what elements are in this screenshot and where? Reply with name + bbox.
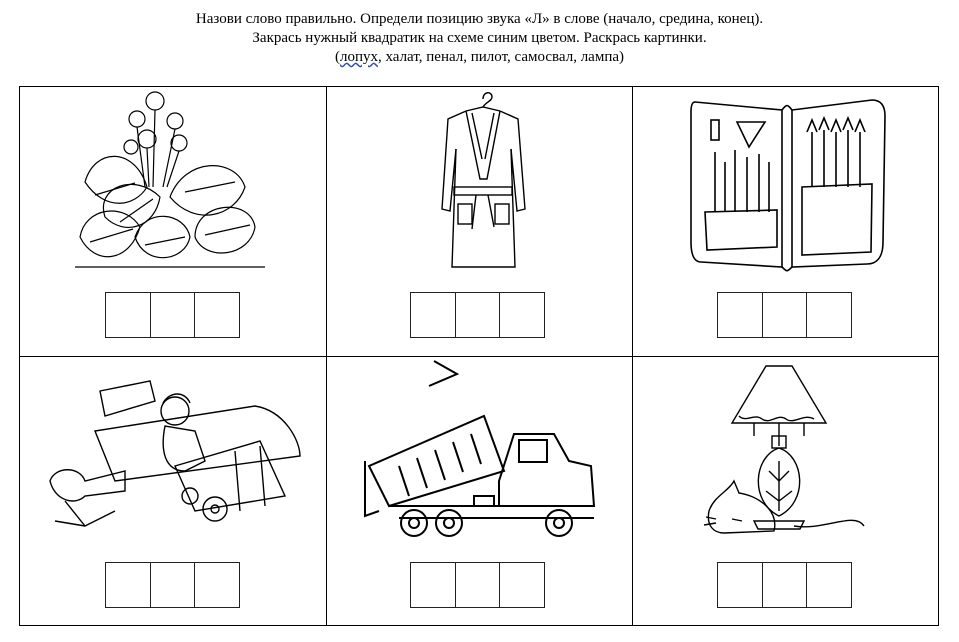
burdock-plant-icon xyxy=(75,91,265,268)
word-list-first-word: лопух xyxy=(339,49,378,65)
scheme-square-start[interactable] xyxy=(105,292,151,338)
scheme-square-end[interactable] xyxy=(194,562,240,608)
scheme-square-middle[interactable] xyxy=(454,292,501,338)
lamp-with-cat-icon xyxy=(703,365,865,534)
dump-truck-icon xyxy=(364,360,596,537)
instruction-word-list: (лопух, халат, пенал, пилот, самосвал, л… xyxy=(334,49,625,65)
sound-scheme xyxy=(105,562,240,608)
scheme-square-middle[interactable] xyxy=(761,562,808,608)
worksheet-instructions: Назови слово правильно. Определи позицию… xyxy=(0,10,959,67)
scheme-square-middle[interactable] xyxy=(149,292,196,338)
card-pilot xyxy=(20,356,326,627)
pilot-airplane-icon xyxy=(49,380,301,527)
grid-divider-horizontal xyxy=(20,356,938,357)
card-bathrobe xyxy=(326,87,632,356)
bathrobe-icon xyxy=(441,92,526,268)
scheme-square-end[interactable] xyxy=(806,292,852,338)
scheme-square-start[interactable] xyxy=(410,562,456,608)
sound-scheme xyxy=(410,562,545,608)
scheme-square-end[interactable] xyxy=(499,292,545,338)
pencil-case-icon xyxy=(690,99,886,272)
scheme-square-start[interactable] xyxy=(717,562,763,608)
scheme-square-end[interactable] xyxy=(499,562,545,608)
scheme-square-start[interactable] xyxy=(410,292,456,338)
sound-scheme xyxy=(717,562,852,608)
card-burdock xyxy=(20,87,326,356)
instruction-line-2: Закрась нужный квадратик на схеме синим … xyxy=(252,30,707,46)
scheme-square-middle[interactable] xyxy=(454,562,501,608)
sound-scheme xyxy=(717,292,852,338)
scheme-square-start[interactable] xyxy=(105,562,151,608)
card-dump-truck xyxy=(326,356,632,627)
scheme-square-end[interactable] xyxy=(806,562,852,608)
sound-scheme xyxy=(410,292,545,338)
sound-scheme xyxy=(105,292,240,338)
card-pencil-case xyxy=(632,87,938,356)
picture-grid xyxy=(19,86,939,626)
card-lamp xyxy=(632,356,938,627)
scheme-square-start[interactable] xyxy=(717,292,763,338)
scheme-square-end[interactable] xyxy=(194,292,240,338)
scheme-square-middle[interactable] xyxy=(149,562,196,608)
instruction-line-1: Назови слово правильно. Определи позицию… xyxy=(195,11,764,27)
scheme-square-middle[interactable] xyxy=(761,292,808,338)
